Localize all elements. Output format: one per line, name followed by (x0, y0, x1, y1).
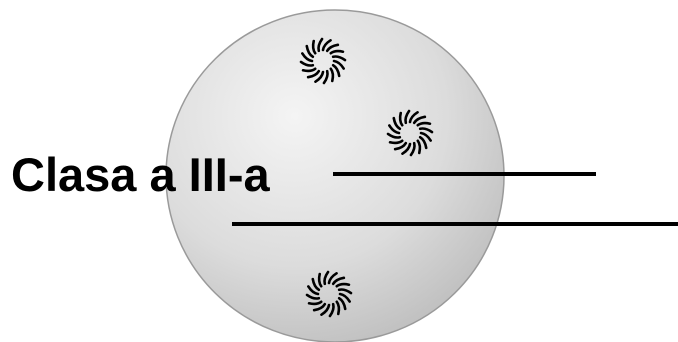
class-label: Clasa a III-a (11, 147, 270, 203)
